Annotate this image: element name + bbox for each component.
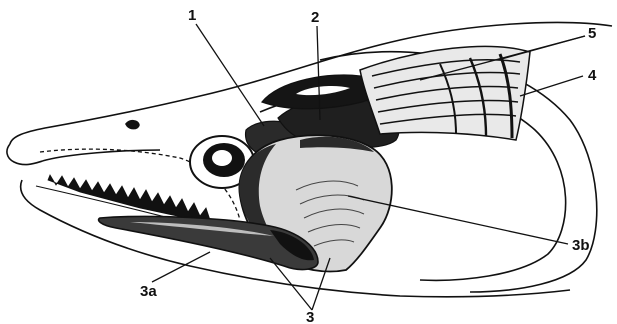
label-1: 1 — [188, 7, 196, 24]
structure-4-muscle-fan — [360, 46, 530, 140]
label-3a: 3a — [140, 283, 157, 300]
label-3b: 3b — [572, 237, 590, 254]
upper-jaw-teeth — [48, 175, 210, 222]
leader-1 — [196, 24, 264, 126]
nostril — [126, 121, 139, 129]
label-5: 5 — [588, 25, 596, 42]
snout-outline — [7, 144, 160, 165]
label-4: 4 — [588, 67, 597, 84]
leader-3a — [152, 252, 210, 282]
eye-pupil-highlight — [212, 150, 232, 166]
label-3: 3 — [306, 309, 314, 324]
label-2: 2 — [311, 9, 319, 26]
